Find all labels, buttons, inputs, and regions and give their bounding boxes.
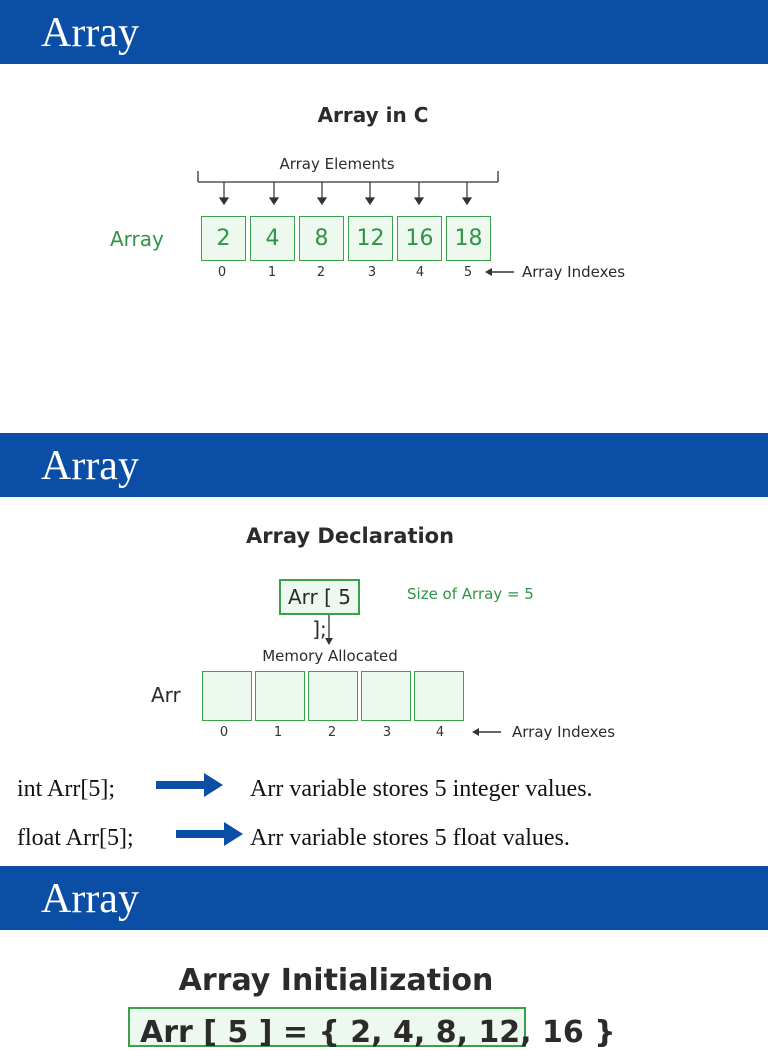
array-index: 2 [316,265,326,280]
blue-arrow-icon [176,822,243,846]
diagram-title: Array Initialization [178,963,494,998]
array-row-label: Array [110,227,164,251]
memory-cell [361,671,411,721]
declaration-code: Arr [ 5 ]; [287,585,352,641]
array-index: 1 [267,265,277,280]
declaration-arrow [325,615,333,645]
size-note: Size of Array = 5 [407,585,534,603]
indexes-arrow [485,268,514,276]
array-index: 4 [435,725,445,740]
slide-array-declaration: Array Array Declaration Arr [ 5 ]; Size … [0,433,768,866]
arr-row-label: Arr [151,683,181,707]
indexes-label: Array Indexes [522,263,626,281]
example-code: int Arr[5]; [17,776,115,802]
array-cell: 16 [397,216,442,261]
banner-title: Array [41,443,139,489]
diagram-title: Array in C [317,103,429,127]
array-index: 1 [273,725,283,740]
memory-cell [255,671,305,721]
array-elements-label: Array Elements [279,155,395,173]
array-cell: 18 [446,216,491,261]
memory-cell [202,671,252,721]
initialization-box: Arr [ 5 ] = { 2, 4, 8, 12, 16 } [128,1007,616,1050]
slide-banner: Array [0,433,768,497]
slide-array-in-c: Array Array in C Array Elements Array 2 … [0,0,768,433]
array-cell: 12 [348,216,393,261]
array-index: 2 [327,725,337,740]
slide-banner: Array [0,0,768,64]
array-index: 0 [219,725,229,740]
array-index: 4 [415,265,425,280]
blue-arrow-icon [156,773,223,797]
element-arrows [218,182,473,206]
elements-bracket [197,171,499,206]
memory-cell [308,671,358,721]
example-description: Arr variable stores 5 float values. [250,825,570,851]
memory-label: Memory Allocated [262,647,398,665]
initialization-code: Arr [ 5 ] = { 2, 4, 8, 12, 16 } [140,1015,616,1050]
array-cell: 4 [250,216,295,261]
indexes-label: Array Indexes [512,723,616,741]
array-index: 0 [217,265,227,280]
example-code: float Arr[5]; [17,825,134,851]
slide-array-initialization: Array Array Initialization Arr [ 5 ] = {… [0,866,768,1050]
example-description: Arr variable stores 5 integer values. [250,776,593,802]
banner-title: Array [41,10,139,56]
declaration-box: Arr [ 5 ]; [279,579,360,641]
memory-cell [414,671,464,721]
array-index: 5 [463,265,473,280]
banner-title: Array [41,876,139,922]
slide-banner: Array [0,866,768,930]
array-index: 3 [367,265,377,280]
indexes-arrow [472,728,501,736]
array-index: 3 [382,725,392,740]
array-cell: 2 [201,216,246,261]
diagram-title: Array Declaration [245,524,455,548]
array-cell: 8 [299,216,344,261]
